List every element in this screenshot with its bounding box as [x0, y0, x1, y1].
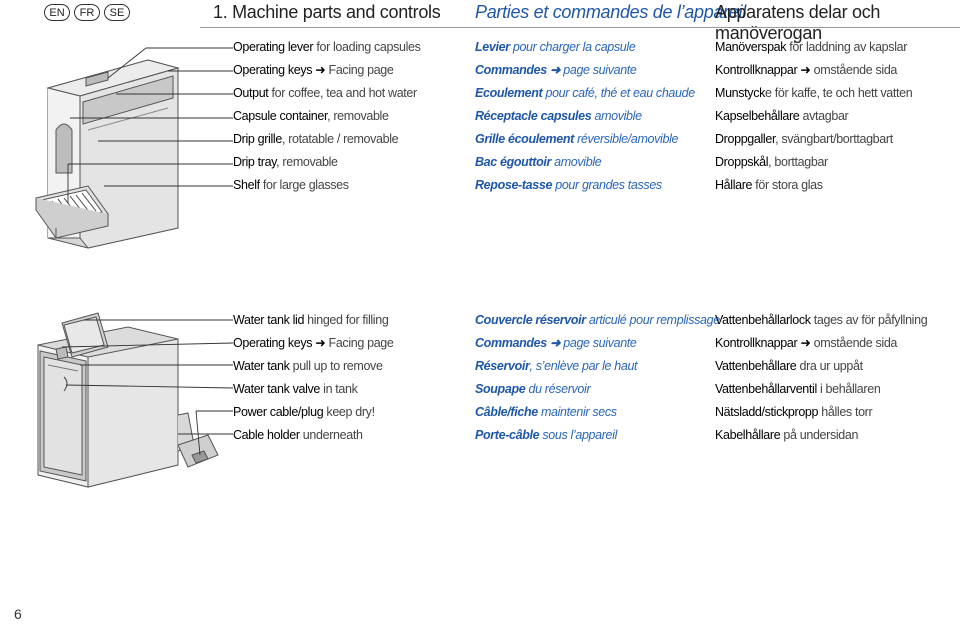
list-item: Capsule container, removable [233, 109, 389, 123]
title-swedish: Apparatens delar och manöverogan [715, 2, 881, 43]
list-item: Operating keys ➜ Facing page [233, 336, 394, 350]
title-english: 1. Machine parts and controls [213, 2, 441, 22]
list-item: Drip grille, rotatable / removable [233, 132, 399, 146]
section2-english: Water tank lid hinged for filling Operat… [233, 309, 394, 447]
list-item: Water tank lid hinged for filling [233, 313, 389, 327]
list-item: Output for coffee, tea and hot water [233, 86, 417, 100]
lang-badge-fr: FR [74, 4, 100, 21]
lang-badge-en: EN [44, 4, 70, 21]
list-item: Réservoir, s’enlève par le haut [475, 359, 638, 373]
header-rule [200, 27, 960, 28]
section2-swedish: Vattenbehållarlock tages av för påfyllni… [715, 309, 928, 447]
machine-front-illustration [35, 47, 233, 249]
list-item: Water tank pull up to remove [233, 359, 383, 373]
list-item: Nätsladd/stickpropp hålles torr [715, 405, 873, 419]
list-item: Droppskål, borttagbar [715, 155, 828, 169]
list-item: Réceptacle capsules amovible [475, 109, 642, 123]
language-badges: EN FR SE [44, 4, 130, 21]
list-item: Kapselbehållare avtagbar [715, 109, 849, 123]
list-item: Cable holder underneath [233, 428, 363, 442]
list-item: Repose-tasse pour grandes tasses [475, 178, 662, 192]
list-item: Hållare för stora glas [715, 178, 823, 192]
list-item: Water tank valve in tank [233, 382, 358, 396]
section1-french: Levier pour charger la capsule Commandes… [475, 36, 695, 197]
title-french: Parties et commandes de l’appareil [475, 2, 746, 22]
section1-english: Operating lever for loading capsules Ope… [233, 36, 421, 197]
list-item: Manöverspak för laddning av kapslar [715, 40, 908, 54]
list-item: Power cable/plug keep dry! [233, 405, 375, 419]
list-item: Kontrollknappar ➜ omstående sida [715, 336, 898, 350]
list-item: Bac égouttoir amovible [475, 155, 602, 169]
list-item: Vattenbehållarventil i behållaren [715, 382, 881, 396]
list-item: Câble/fiche maintenir secs [475, 405, 617, 419]
list-item: Couvercle réservoir articulé pour rempli… [475, 313, 720, 327]
list-item: Commandes ➜ page suivante [475, 63, 637, 77]
list-item: Soupape du réservoir [475, 382, 591, 396]
list-item: Commandes ➜ page suivante [475, 336, 637, 350]
list-item: Kontrollknappar ➜ omstående sida [715, 63, 898, 77]
page-number: 6 [14, 606, 22, 622]
list-item: Ecoulement pour café, thé et eau chaude [475, 86, 695, 100]
list-item: Operating lever for loading capsules [233, 40, 421, 54]
list-item: Vattenbehållarlock tages av för påfyllni… [715, 313, 928, 327]
list-item: Operating keys ➜ Facing page [233, 63, 394, 77]
list-item: Droppgaller, svängbart/borttagbart [715, 132, 893, 146]
list-item: Levier pour charger la capsule [475, 40, 636, 54]
list-item: Vattenbehållare dra ur uppåt [715, 359, 863, 373]
list-item: Munstycke för kaffe, te och hett vatten [715, 86, 913, 100]
list-item: Grille écoulement réversible/amovible [475, 132, 679, 146]
lang-badge-se: SE [104, 4, 130, 21]
list-item: Kabelhållare på undersidan [715, 428, 859, 442]
list-item: Porte-câble sous l’appareil [475, 428, 618, 442]
machine-rear-illustration [37, 312, 234, 488]
list-item: Drip tray, removable [233, 155, 338, 169]
list-item: Shelf for large glasses [233, 178, 349, 192]
section2-french: Couvercle réservoir articulé pour rempli… [475, 309, 720, 447]
section1-swedish: Manöverspak för laddning av kapslar Kont… [715, 36, 913, 197]
